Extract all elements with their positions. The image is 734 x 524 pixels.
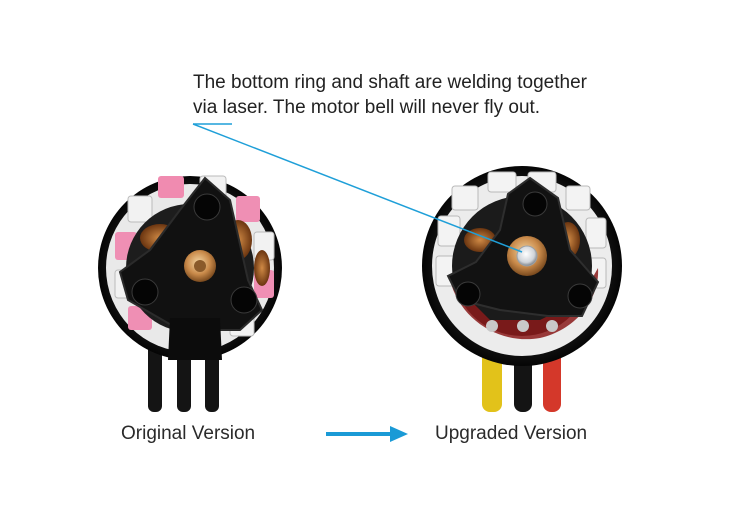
upgraded-motor-image [422, 166, 622, 412]
upgraded-magnets [435, 171, 607, 289]
upgraded-version-label: Upgraded Version [435, 423, 588, 444]
original-motor-image [98, 175, 282, 412]
annotation-text: The bottom ring and shaft are welding to… [193, 70, 673, 120]
right-arrow-icon [326, 426, 408, 442]
annotation-line-2: via laser. The motor bell will never fly… [193, 97, 541, 118]
upgraded-shaft [516, 245, 538, 267]
annotation-line-1: The bottom ring and shaft are welding to… [193, 72, 587, 93]
original-version-label: Original Version [121, 423, 256, 444]
callout-leader [192, 123, 523, 253]
